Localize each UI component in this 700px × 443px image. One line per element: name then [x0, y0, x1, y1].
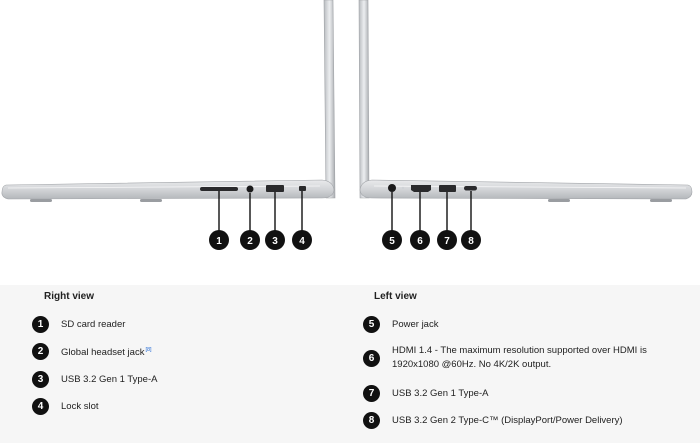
callout-marker-7-number: 7 [444, 236, 450, 247]
callout-marker-4-number: 4 [299, 236, 305, 247]
callout-marker-8-number: 8 [468, 236, 474, 247]
sd-card-reader-port [200, 187, 238, 191]
callout-marker-4: 4 [292, 230, 312, 250]
callout-marker-3: 3 [265, 230, 285, 250]
left-view-title: Left view [374, 291, 417, 302]
lock-slot-port [299, 186, 306, 191]
callout-marker-5: 5 [382, 230, 402, 250]
legend-item-8: 8 USB 3.2 Gen 2 Type-C™ (DisplayPort/Pow… [363, 412, 623, 429]
legend-item-1: 1 SD card reader [32, 316, 125, 333]
legend-item-4: 4 Lock slot [32, 398, 99, 415]
callout-marker-8: 8 [461, 230, 481, 250]
callout-marker-7: 7 [437, 230, 457, 250]
legend-item-2: 2 Global headset jack[8] [32, 343, 152, 361]
footnote-link[interactable]: [8] [145, 347, 152, 353]
legend-label-lock-slot: Lock slot [61, 400, 99, 412]
left-laptop-base [359, 179, 693, 200]
ports-legend-panel: Right view 1 SD card reader 2 Global hea… [0, 285, 700, 443]
left-laptop-lid [358, 0, 370, 199]
legend-item-7: 7 USB 3.2 Gen 1 Type-A [363, 385, 488, 402]
laptop-side-views-illustration: 1 2 3 4 5 [1, 0, 693, 250]
right-laptop-foot [140, 199, 162, 202]
legend-item-5: 5 Power jack [363, 316, 438, 333]
legend-label-hdmi: HDMI 1.4 - The maximum resolution suppor… [392, 345, 647, 370]
power-led [401, 186, 405, 190]
headset-jack-port [246, 185, 254, 193]
callout-marker-3-number: 3 [272, 236, 278, 247]
usb-a-port-left [439, 185, 456, 192]
usb-a-port-right [266, 185, 284, 192]
legend-number-badge: 1 [32, 316, 49, 333]
legend-label-usb-c: USB 3.2 Gen 2 Type-C™ (DisplayPort/Power… [392, 414, 623, 426]
callout-marker-5-number: 5 [389, 236, 395, 247]
right-view-title: Right view [44, 291, 95, 302]
right-laptop-lid [323, 0, 336, 199]
legend-label-usb-a-right: USB 3.2 Gen 1 Type-A [61, 373, 158, 385]
legend-number-badge: 4 [32, 398, 49, 415]
usb-c-port [464, 186, 477, 191]
legend-number-badge: 7 [363, 385, 380, 402]
legend-number-badge: 3 [32, 371, 49, 388]
callout-marker-2-number: 2 [247, 236, 253, 247]
legend-item-6: 6 HDMI 1.4 - The maximum resolution supp… [363, 344, 692, 372]
callout-marker-6-number: 6 [417, 236, 423, 247]
left-laptop-foot [548, 199, 570, 202]
callout-marker-1: 1 [209, 230, 229, 250]
legend-item-3: 3 USB 3.2 Gen 1 Type-A [32, 371, 157, 388]
left-laptop-foot [650, 199, 672, 202]
power-jack-port [388, 184, 396, 192]
legend-label-headset-jack: Global headset jack[8] [61, 343, 152, 360]
right-laptop-foot [30, 199, 52, 202]
callout-marker-2: 2 [240, 230, 260, 250]
right-laptop-base [1, 179, 335, 200]
legend-label-usb-a-left: USB 3.2 Gen 1 Type-A [392, 387, 489, 399]
legend-number-badge: 5 [363, 316, 380, 333]
legend-label-sd-card-reader: SD card reader [61, 318, 126, 330]
left-side-laptop: 5 6 7 8 [358, 0, 693, 250]
callout-marker-6: 6 [410, 230, 430, 250]
legend-label-headset-jack-text: Global headset jack [61, 347, 145, 359]
legend-number-badge: 8 [363, 412, 380, 429]
legend-number-badge: 2 [32, 343, 49, 361]
legend-number-badge: 6 [363, 349, 380, 367]
callout-marker-1-number: 1 [216, 236, 222, 247]
legend-label-power-jack: Power jack [392, 318, 439, 330]
hdmi-port [411, 185, 431, 192]
right-side-laptop: 1 2 3 4 [1, 0, 336, 250]
